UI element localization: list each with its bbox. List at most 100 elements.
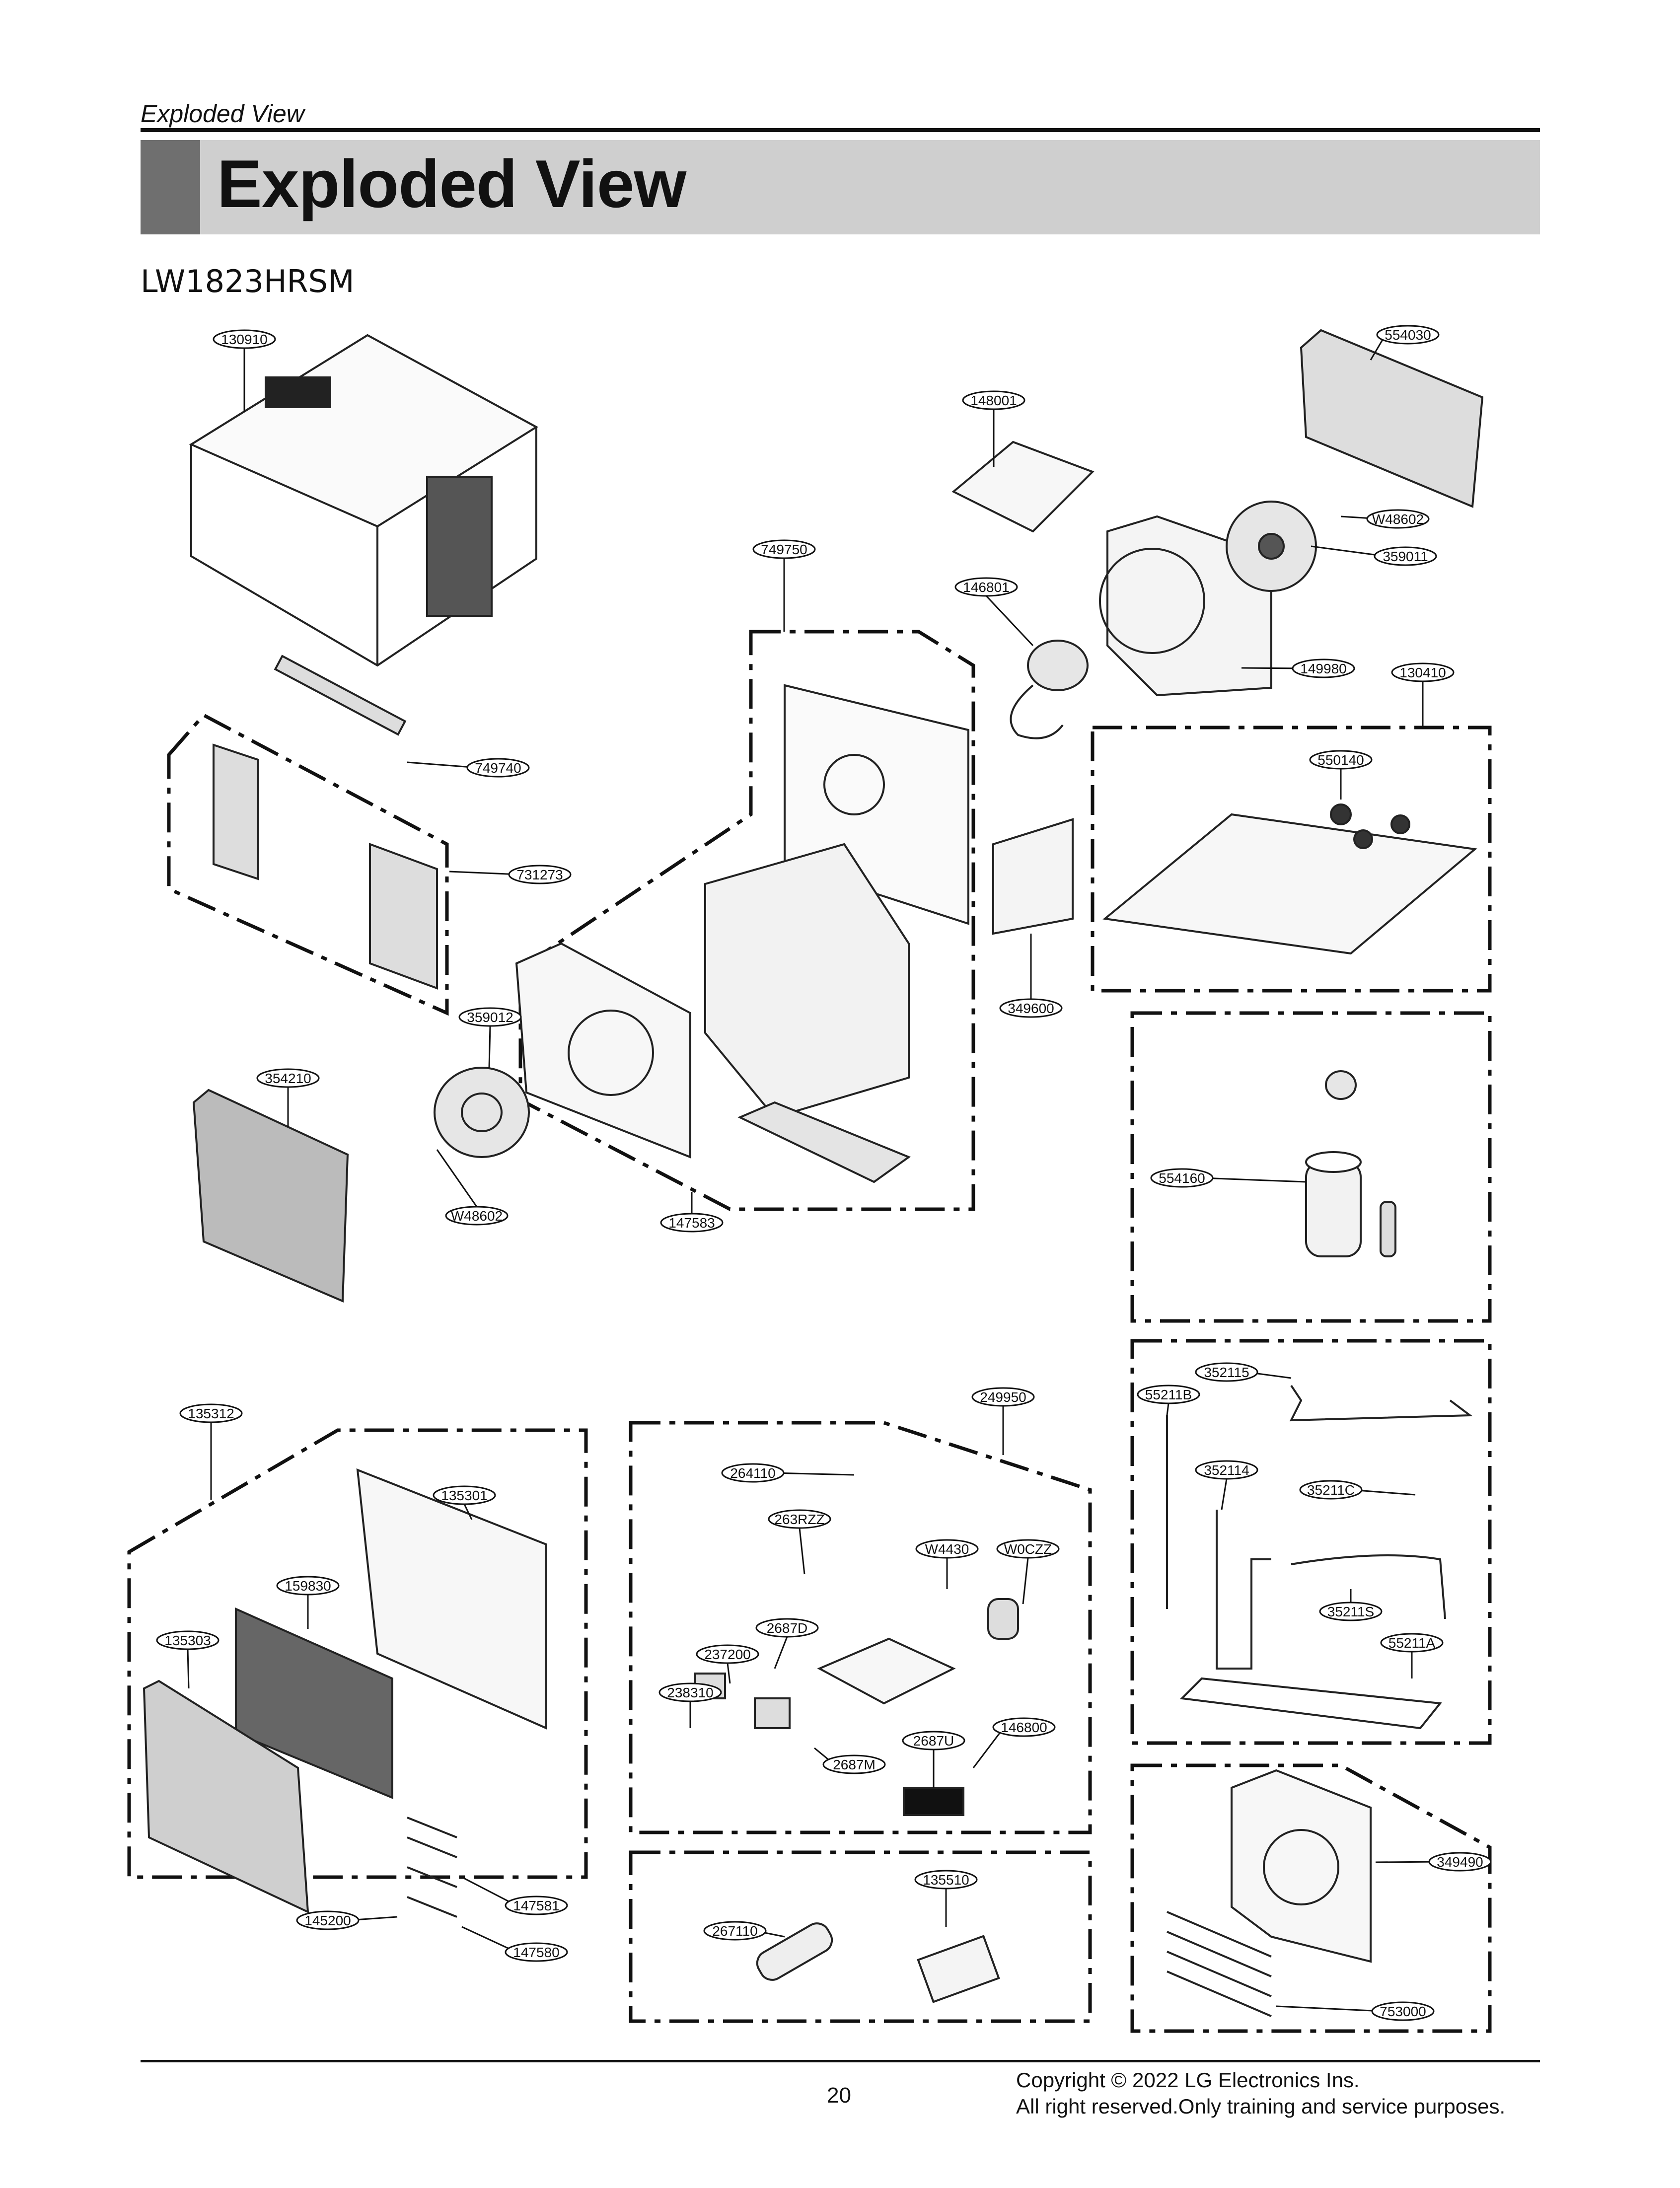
callout-bubble [505,1896,568,1915]
part-number-label: 147580 [513,1945,559,1960]
callout-bubble [1319,1602,1383,1621]
part-number-label: 749740 [475,760,521,776]
callout-146801: 146801 [954,577,1034,647]
callout-bubble [1428,1852,1492,1872]
page-title: Exploded View [217,146,686,221]
callout-w48602: W48602 [436,1149,509,1226]
outline-heater [1130,1763,1492,2033]
callout-bubble [1137,1385,1200,1404]
callout-35211s: 35211S [1319,1589,1383,1621]
part-number-label: 146800 [1001,1720,1047,1735]
part-number-label: 147581 [513,1898,559,1913]
callout-bubble [755,1618,819,1638]
callout-bubble [179,1403,243,1423]
part-number-label: 149980 [1300,661,1346,676]
outline-front-grille [127,1428,588,1879]
callout-bubble [156,1630,219,1650]
callout-bubble [1374,546,1437,566]
leader-line [1166,1403,1169,1416]
part-number-label: 753000 [1380,2004,1426,2019]
leader-line [407,761,479,769]
part-number-label: 145200 [304,1913,351,1928]
callout-354210: 354210 [256,1068,320,1127]
callout-35211c: 35211C [1299,1480,1416,1500]
callout-2687d: 2687D [755,1618,819,1669]
callout-bubble [256,1068,320,1088]
copyright-line-1: Copyright © 2022 LG Electronics Ins. [1016,2068,1360,2092]
callout-237200: 237200 [696,1644,759,1684]
evaporator-coil-drawing [192,1089,349,1303]
louver-drawing [407,1817,457,1918]
header-divider [141,128,1540,132]
leader-line [461,1876,517,1906]
callout-159830: 159830 [276,1576,340,1629]
part-number-label: 135303 [164,1633,211,1648]
part-number-label: 554030 [1385,327,1431,343]
callout-bubble [996,1539,1060,1559]
compressor-drawing [1305,1070,1396,1257]
part-number-label: W48602 [451,1208,503,1224]
callout-bubble [1366,509,1430,529]
callout-130410: 130410 [1391,662,1455,728]
motor-mount-drawing [992,818,1074,935]
callout-bubble [445,1206,509,1226]
callout-bubble [1292,658,1355,678]
callout-bubble [1309,750,1373,770]
callout-554030: 554030 [1370,325,1440,361]
callout-bubble [458,1007,522,1027]
callout-w4430: W4430 [915,1539,979,1589]
callout-bubble [1371,2001,1435,2021]
callout-550140: 550140 [1309,750,1373,800]
axial-fan-drawing [1226,501,1317,592]
model-number: LW1823HRSM [141,263,355,299]
callout-352114: 352114 [1195,1460,1258,1510]
callout-147583: 147583 [660,1192,724,1233]
part-number-label: 263RZZ [774,1512,824,1527]
callout-349490: 349490 [1375,1852,1492,1872]
leader-line [463,1504,473,1520]
leader-line [449,871,520,875]
callout-147581: 147581 [461,1876,568,1915]
title-banner-tab [141,140,200,234]
control-box-drawing [694,1598,1019,1816]
outline-air-guide [167,713,449,1016]
part-number-label: 349490 [1437,1854,1483,1870]
callout-bubble [902,1731,965,1750]
callout-bubble [276,1576,340,1596]
part-number-label: 135510 [923,1872,969,1888]
callout-bubble [505,1942,568,1962]
callout-249950: 249950 [971,1387,1035,1455]
leader-line [727,1663,731,1684]
callout-263rzz: 263RZZ [768,1509,831,1575]
callout-bubble [433,1485,496,1505]
leader-line [985,595,1034,647]
leader-line [1022,1557,1029,1605]
part-number-label: W4430 [925,1541,969,1557]
outline-compressor [1130,1011,1492,1323]
part-number-label: 237200 [704,1647,750,1662]
callout-55211a: 55211A [1380,1633,1444,1678]
outline-piping [1130,1339,1492,1745]
title-banner [141,140,1540,234]
part-number-label: 148001 [970,393,1017,408]
part-number-label: 352114 [1204,1462,1249,1478]
front-grille-drawing [143,1468,547,1914]
footer-divider [141,2060,1540,2062]
callout-bubble [1195,1362,1258,1382]
callout-135312: 135312 [179,1403,243,1500]
air-guide-drawing [213,655,438,990]
callout-55211b: 55211B [1137,1385,1200,1416]
leader-line [774,1636,788,1669]
part-drawings [143,329,1484,2017]
part-number-label: 2687U [913,1733,954,1749]
base-pan-drawing [1102,803,1477,955]
callout-w48602: W48602 [1340,509,1430,529]
part-number-label: 352115 [1204,1365,1249,1380]
callout-bubble [660,1213,724,1233]
callout-bubble [696,1644,759,1664]
callout-bubble [992,1717,1056,1737]
callout-749750: 749750 [752,539,816,632]
part-number-label: 159830 [285,1578,331,1594]
part-number-label: 146801 [963,580,1009,595]
leader-line [972,1727,1005,1768]
